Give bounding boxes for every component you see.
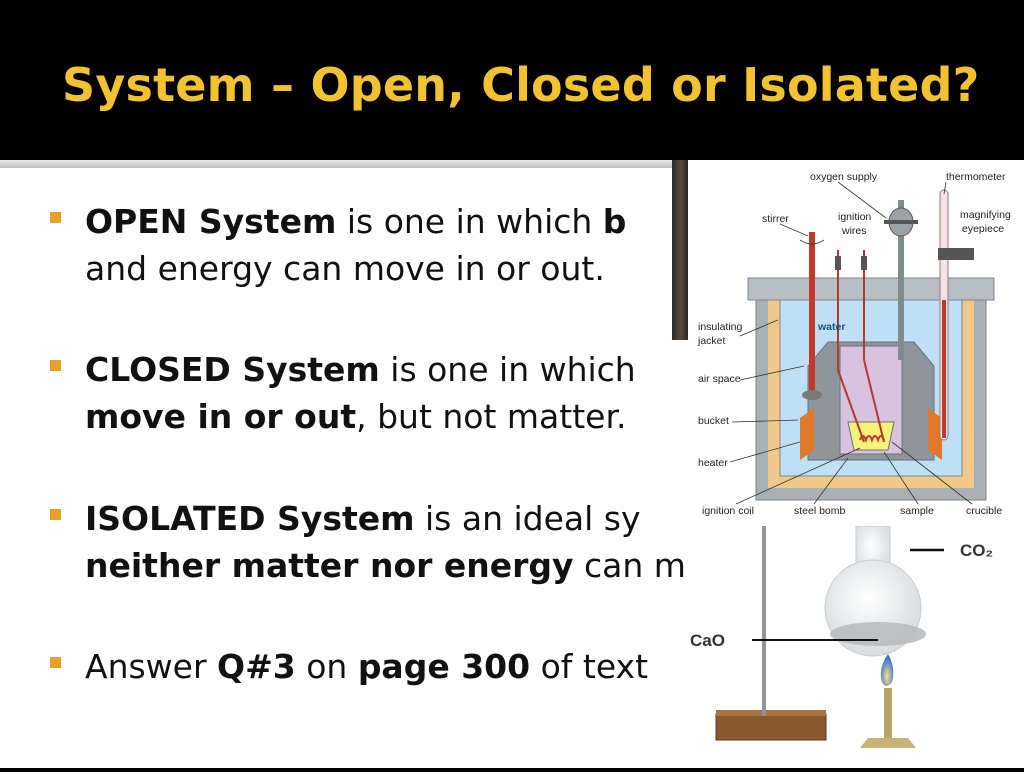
bold-run: page 300 [357, 647, 531, 686]
bullet-answer: Answer Q#3 on page 300 of text [50, 643, 690, 693]
bullet-line-1: OPEN System is one in which b [85, 198, 626, 245]
stirrer-paddle [802, 390, 822, 400]
flame-icon [880, 654, 894, 686]
label-ignition-wires-1: ignition [838, 211, 871, 223]
crucible [847, 421, 895, 451]
bullet-line-2: neither matter nor energy can m [85, 542, 686, 589]
title-bar: System – Open, Closed or Isolated? [0, 0, 1024, 160]
text-run: is one in which [336, 202, 603, 241]
bullet-open-system: OPEN System is one in which b and energy… [50, 198, 690, 298]
bomb-calorimeter-diagram: oxygen supply thermometer stirrer igniti… [688, 160, 1024, 526]
bullet-text: Answer Q#3 on page 300 of text [85, 643, 648, 690]
calorimeter-lid [747, 277, 995, 301]
slide-title: System – Open, Closed or Isolated? [62, 58, 980, 112]
ignition-coil [859, 435, 885, 443]
calorimeter-svg: oxygen supply thermometer stirrer igniti… [697, 171, 1011, 517]
text-run: can m [573, 546, 686, 585]
heater-right [928, 408, 942, 460]
label-bucket: bucket [698, 415, 729, 427]
bullet-line-2: and energy can move in or out. [85, 245, 626, 292]
burner-tube [884, 688, 892, 738]
stand-rod [762, 526, 766, 716]
bullet-marker [50, 657, 61, 668]
bullet-text: ISOLATED System is an ideal sy neither m… [85, 495, 686, 589]
bullet-marker [50, 360, 61, 371]
text-run: is one in which [379, 350, 636, 389]
label-magnifying-1: magnifying [960, 209, 1011, 221]
bullet-closed-system: CLOSED System is one in which move in or… [50, 346, 690, 446]
bullet-text: CLOSED System is one in which move in or… [85, 346, 636, 440]
label-insulating-2: jacket [697, 335, 726, 347]
text-run: on [295, 647, 358, 686]
bold-run: ISOLATED System [85, 499, 415, 538]
label-cao: CaO [690, 631, 725, 650]
text-run: and energy can move in or out. [85, 249, 605, 288]
flask-svg: CO₂ CaO [690, 525, 993, 748]
label-oxygen-supply: oxygen supply [810, 171, 878, 183]
burner-base [860, 738, 916, 748]
stand-base [715, 713, 827, 741]
label-ignition-coil: ignition coil [702, 505, 754, 517]
label-magnifying-2: eyepiece [962, 223, 1004, 235]
bullet-line-2: move in or out, but not matter. [85, 393, 636, 440]
label-crucible: crucible [966, 505, 1002, 517]
cao-solid [830, 622, 926, 646]
label-ignition-wires-2: wires [841, 225, 867, 237]
label-heater: heater [698, 457, 728, 469]
text-run: of text [530, 647, 649, 686]
label-water: water [817, 321, 845, 333]
bold-run: move in or out [85, 397, 357, 436]
bold-run: CLOSED System [85, 350, 380, 389]
label-insulating-1: insulating [698, 321, 743, 333]
photo-fragment [672, 160, 690, 340]
bullet-text: OPEN System is one in which b and energy… [85, 198, 626, 292]
label-air-space: air space [698, 373, 741, 385]
text-run: is an ideal sy [414, 499, 641, 538]
bold-run: b [602, 202, 627, 241]
flask-heating-diagram: CO₂ CaO [688, 525, 1024, 768]
text-run: , but not matter. [356, 397, 627, 436]
bullet-line-1: CLOSED System is one in which [85, 346, 636, 393]
oxygen-supply-pipe [898, 200, 904, 360]
bullet-line-1: ISOLATED System is an ideal sy [85, 495, 686, 542]
title-divider [0, 160, 1024, 168]
label-stirrer: stirrer [762, 213, 789, 225]
callout-lines [729, 181, 973, 505]
bullet-line-1: Answer Q#3 on page 300 of text [85, 643, 648, 690]
label-sample: sample [900, 505, 934, 517]
bold-run: OPEN System [85, 202, 337, 241]
stirrer-rod [809, 232, 815, 392]
magnifying-eyepiece [938, 248, 974, 260]
label-steel-bomb: steel bomb [794, 505, 846, 517]
bullet-isolated-system: ISOLATED System is an ideal sy neither m… [50, 495, 690, 595]
text-run: Answer [85, 647, 218, 686]
label-co2: CO₂ [960, 541, 993, 560]
heater-left [800, 408, 814, 460]
bold-run: neither matter nor energy [85, 546, 574, 585]
label-thermometer: thermometer [946, 171, 1006, 183]
bold-run: Q#3 [217, 647, 296, 686]
bullet-marker [50, 509, 61, 520]
bullet-marker [50, 212, 61, 223]
